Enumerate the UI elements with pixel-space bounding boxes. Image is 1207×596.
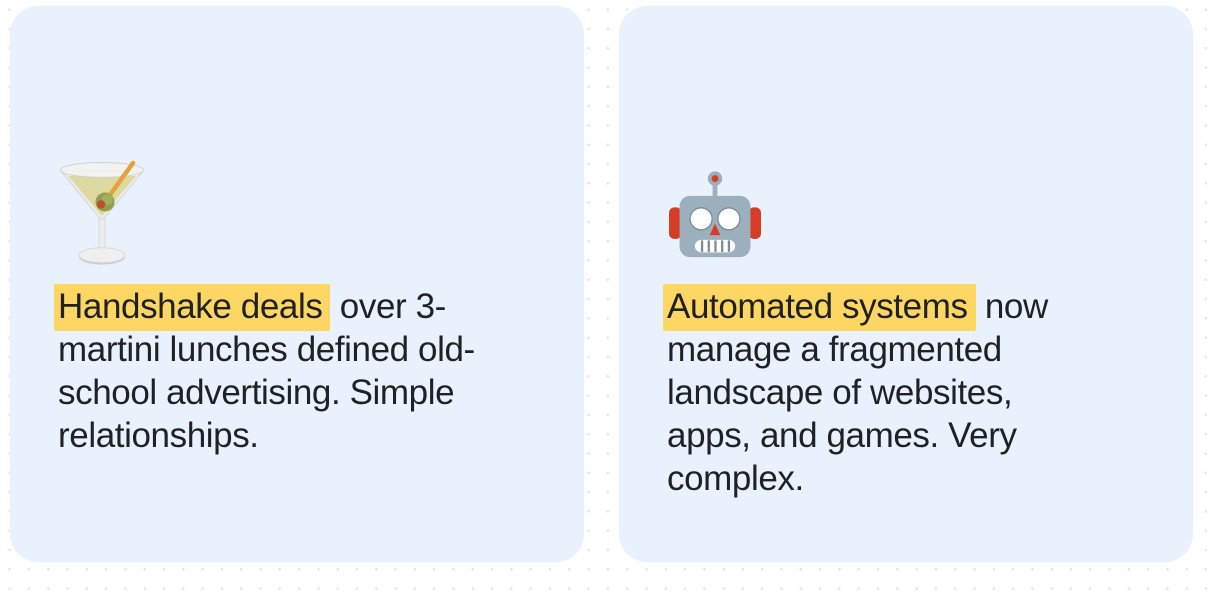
- body-text: school advertising. Simple: [58, 373, 455, 412]
- text-line: apps, and games. Very: [667, 414, 1147, 457]
- body-text: now: [975, 287, 1048, 326]
- body-text: martini lunches defined old-: [58, 330, 475, 369]
- text-line: complex.: [667, 457, 1147, 500]
- card-emoji-zone: [667, 6, 1147, 285]
- body-text: manage a fragmented: [667, 330, 1002, 369]
- body-text: complex.: [667, 459, 804, 498]
- highlighted-text: Handshake deals: [54, 284, 331, 331]
- card-emoji-zone: [58, 6, 538, 285]
- text-line: manage a fragmented: [667, 328, 1147, 371]
- text-line: Handshake deals over 3-: [54, 284, 538, 331]
- text-line: landscape of websites,: [667, 371, 1147, 414]
- body-text: apps, and games. Very: [667, 416, 1017, 455]
- card-text: Handshake deals over 3-martini lunches d…: [54, 284, 538, 457]
- text-line: martini lunches defined old-: [58, 328, 538, 371]
- text-line: relationships.: [58, 414, 538, 457]
- text-line: school advertising. Simple: [58, 371, 538, 414]
- card-old-school-advertising: Handshake deals over 3-martini lunches d…: [10, 6, 584, 562]
- robot-icon: [669, 171, 761, 258]
- body-text: landscape of websites,: [667, 373, 1013, 412]
- highlighted-text: Automated systems: [663, 284, 976, 331]
- text-line: Automated systems now: [663, 284, 1147, 331]
- body-text: relationships.: [58, 416, 259, 455]
- martini-glass-icon: [59, 160, 145, 265]
- body-text: over 3-: [330, 287, 447, 326]
